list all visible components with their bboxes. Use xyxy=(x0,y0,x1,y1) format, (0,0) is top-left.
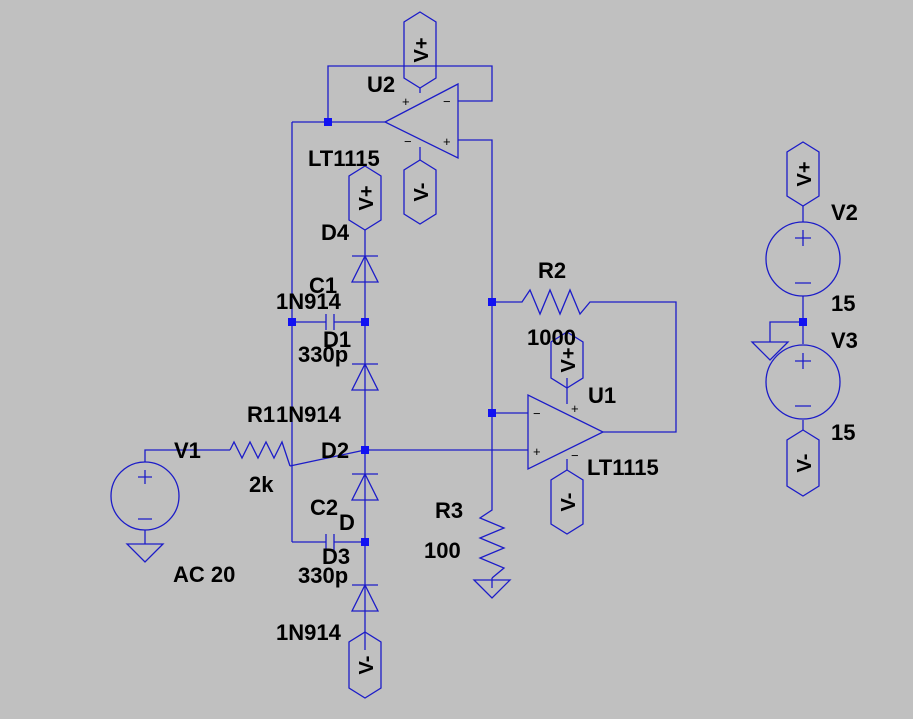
capacitor-c1 xyxy=(325,314,335,330)
u1-pin-minus2: − xyxy=(571,448,579,463)
d1-ref: D1 xyxy=(323,327,351,352)
source-v3 xyxy=(765,344,841,420)
junction-c2-right xyxy=(361,538,369,546)
source-v2 xyxy=(765,221,841,297)
d-fragment: D xyxy=(339,510,355,535)
r1-value: 2k xyxy=(249,472,274,497)
r2-value: 1000 xyxy=(527,325,576,350)
v2-value: 15 xyxy=(831,291,855,316)
v1-value: AC 20 xyxy=(173,562,235,587)
junction-u1-minus xyxy=(488,409,496,417)
d3-ref: D3 xyxy=(322,544,350,569)
port-vminus-u1: V- xyxy=(550,469,584,535)
d2-ref: D2 xyxy=(321,438,349,463)
diode-d1 xyxy=(350,362,380,391)
u2-ref: U2 xyxy=(367,72,395,97)
r2-ref: R2 xyxy=(538,258,566,283)
port-vminus-u1-label: V- xyxy=(558,493,580,512)
source-v1 xyxy=(110,461,180,531)
u1-model: LT1115 xyxy=(587,455,659,480)
d2-model: 1N914 xyxy=(276,402,342,427)
junctions xyxy=(288,118,807,546)
resistor-r1 xyxy=(229,440,291,467)
port-vminus-u2-label: V- xyxy=(411,183,433,202)
c1-value: 330p xyxy=(298,342,348,367)
resistor-r2 xyxy=(515,288,600,316)
capacitor-c2 xyxy=(325,534,335,550)
c2-value: 330p xyxy=(298,563,348,588)
port-vplus-d4: V+ xyxy=(348,165,382,231)
port-vminus-d3-label: V- xyxy=(356,656,378,675)
port-vplus-u2: V+ xyxy=(403,11,437,89)
d1-model: 1N914 xyxy=(276,289,342,314)
diode-d2 xyxy=(350,472,380,501)
v1-ref: V1 xyxy=(174,438,201,463)
port-vplus-u2-label: V+ xyxy=(411,37,433,62)
port-vplus-v2-label: V+ xyxy=(794,161,816,186)
u1-pin-minus: − xyxy=(533,406,541,421)
u1-ref: U1 xyxy=(588,383,616,408)
port-vminus-v3: V- xyxy=(786,429,820,497)
d4-ref: D4 xyxy=(321,220,350,245)
r3-value: 100 xyxy=(424,538,461,563)
ground-v2v3 xyxy=(750,341,790,361)
v3-ref: V3 xyxy=(831,328,858,353)
u1-pin-plus2: + xyxy=(571,401,579,416)
c2-ref: C2 xyxy=(310,495,338,520)
port-vplus-d4-label: V+ xyxy=(356,185,378,210)
port-vminus-v3-label: V- xyxy=(794,454,816,473)
r1-ref: R1 xyxy=(247,402,275,427)
port-vminus-u2: V- xyxy=(403,159,437,225)
port-vplus-u1: V+ xyxy=(550,331,584,389)
junction-v2-v3 xyxy=(799,318,807,326)
v3-value: 15 xyxy=(831,420,855,445)
port-vminus-d3: V- xyxy=(348,631,382,699)
opamp-u2: + − + − xyxy=(383,82,459,160)
u2-pin-minus2: − xyxy=(404,134,412,149)
v2-ref: V2 xyxy=(831,200,858,225)
ground-r3 xyxy=(472,579,512,599)
junction-d2 xyxy=(361,446,369,454)
d3-model: 1N914 xyxy=(276,620,342,645)
u2-pin-minus: − xyxy=(443,94,451,109)
junction-c1-left xyxy=(288,318,296,326)
u1-pin-plus: + xyxy=(533,444,541,459)
u2-pin-plus: + xyxy=(402,94,410,109)
port-vplus-v2: V+ xyxy=(786,141,820,207)
junction-c1-right xyxy=(361,318,369,326)
r3-ref: R3 xyxy=(435,498,463,523)
wires xyxy=(144,65,804,650)
diode-d3 xyxy=(350,583,380,612)
c1-ref: C1 xyxy=(309,273,337,298)
ground-v1 xyxy=(125,543,165,563)
junction-r2 xyxy=(488,298,496,306)
labels: U2 LT1115 D4 C1 1N914 D1 330p R1 1N914 D… xyxy=(173,72,858,645)
opamp-u1: − + + − xyxy=(527,393,605,471)
port-vplus-u1-label: V+ xyxy=(558,347,580,372)
u2-model: LT1115 xyxy=(308,146,380,171)
resistor-r3 xyxy=(478,500,506,579)
diode-d4 xyxy=(350,254,380,283)
junction-u2-fb xyxy=(324,118,332,126)
u2-pin-plus2: + xyxy=(443,134,451,149)
